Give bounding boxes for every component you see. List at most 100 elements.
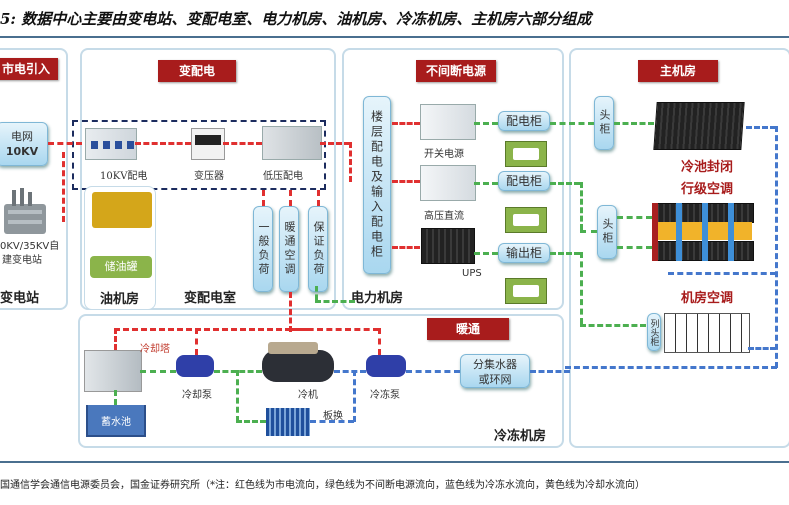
- ups-icon: [421, 228, 475, 264]
- green-flow-line: [140, 370, 176, 373]
- blue-flow-line: [310, 420, 354, 423]
- distribution-cabinet-1: 配电柜: [498, 111, 550, 131]
- green-flow-line: [617, 216, 652, 219]
- distribution-tag: 变配电: [158, 60, 236, 82]
- cold-aisle-label-1: 冷池封闭: [681, 160, 734, 175]
- green-flow-line: [580, 230, 597, 233]
- distribution-cabinet-2: 配电柜: [498, 171, 550, 191]
- manifold-label-2: 或环网: [478, 373, 512, 386]
- hvac-tag: 暖通: [427, 318, 509, 340]
- green-flow-line: [315, 286, 318, 300]
- substation-section-label: 变电站: [0, 291, 40, 306]
- load-critical: 保证负荷: [308, 206, 328, 292]
- switching-power-label: 开关电源: [424, 149, 464, 160]
- transformer-label: 变压器: [194, 171, 224, 182]
- transformer-icon: [191, 128, 225, 160]
- grid-voltage: 10KV: [5, 145, 39, 158]
- blue-flow-line: [406, 370, 460, 373]
- red-flow-line: [135, 142, 191, 145]
- figure-title: 5: 数据中心主要由变电站、变配电室、电力机房、油机房、冷冻机房、主机房六部分组…: [0, 10, 592, 28]
- chiller-label: 冷机: [298, 390, 318, 401]
- distribution-section-label: 变配电室: [184, 291, 237, 306]
- crac-label: 机房空调: [681, 291, 734, 306]
- green-flow-line: [474, 122, 498, 125]
- generator-icon: [92, 192, 152, 228]
- green-flow-line: [236, 420, 266, 423]
- green-flow-line: [550, 252, 580, 255]
- switching-power-icon: [420, 104, 476, 140]
- red-flow-line: [378, 328, 381, 355]
- 10kv-switchgear-icon: [85, 128, 137, 160]
- green-flow-line: [474, 252, 498, 255]
- red-flow-line: [195, 328, 198, 355]
- crac-units-icon: [664, 313, 750, 353]
- red-flow-line: [223, 142, 262, 145]
- water-tank: 蓄水池: [86, 405, 146, 437]
- red-flow-line: [262, 190, 265, 206]
- footer-rule: [0, 461, 789, 463]
- red-flow-line: [349, 142, 352, 182]
- red-flow-line: [317, 190, 320, 206]
- cooling-pump-icon: [176, 355, 214, 377]
- red-flow-line: [320, 142, 350, 145]
- hvdc-icon: [420, 165, 476, 201]
- green-flow-line: [550, 182, 580, 185]
- power-room-section-label: 电力机房: [351, 291, 404, 306]
- oil-tank: 储油罐: [90, 256, 152, 278]
- green-flow-line: [550, 122, 594, 125]
- chilled-pump-label: 冷冻泵: [370, 390, 400, 401]
- green-flow-line: [580, 324, 646, 327]
- hvdc-label: 高压直流: [424, 211, 464, 222]
- grid-label: 电网: [11, 130, 33, 143]
- ups-tag: 不间断电源: [416, 60, 496, 82]
- chiller-icon: [262, 342, 334, 382]
- substation-panel: [0, 48, 68, 310]
- blue-flow-line: [334, 370, 366, 373]
- battery-icon-2: [505, 207, 547, 233]
- 10kv-distribution-label: 10KV配电: [100, 171, 148, 182]
- cooling-tower-icon: [84, 350, 142, 392]
- output-cabinet: 输出柜: [498, 243, 550, 263]
- green-flow-line: [580, 252, 583, 324]
- server-rack-icon: [653, 102, 745, 150]
- green-flow-line: [315, 300, 355, 303]
- red-flow-line: [114, 328, 117, 350]
- substation-caption-1: 0KV/35KV自: [0, 241, 60, 252]
- input-distribution-cabinet: 楼层配电及输入配电柜: [363, 96, 391, 274]
- cold-aisle-containment-icon: [652, 203, 754, 261]
- load-general: 一般负荷: [253, 206, 273, 292]
- distribution-dashed-group: [72, 120, 326, 190]
- source-note: 国通信学会通信电源委员会，国金证券研究所（*注：红色线为市电流向，绿色线为不间断…: [0, 480, 645, 491]
- green-flow-line: [236, 370, 239, 422]
- head-cabinet-2: 头柜: [597, 205, 617, 259]
- green-flow-line: [614, 122, 654, 125]
- red-flow-line: [289, 190, 292, 206]
- oil-room-section-label: 油机房: [100, 292, 140, 307]
- red-flow-line: [392, 122, 420, 125]
- cooling-room-section-label: 冷冻机房: [494, 429, 547, 444]
- substation-caption-2: 建变电站: [2, 255, 42, 266]
- substation-tag: 市电引入: [0, 58, 58, 80]
- plate-exchanger-label: 板换: [323, 411, 343, 422]
- row-head-cabinet: 列头柜: [647, 313, 661, 351]
- cold-aisle-label-2: 行级空调: [681, 182, 734, 197]
- plate-exchanger-icon: [266, 408, 310, 436]
- low-voltage-label: 低压配电: [263, 171, 303, 182]
- blue-flow-line: [746, 126, 776, 129]
- blue-flow-line: [565, 366, 777, 369]
- title-rule: [0, 36, 789, 38]
- blue-flow-line: [668, 272, 776, 275]
- main-room-tag: 主机房: [638, 60, 718, 82]
- grid-10kv-box: 电网 10KV: [0, 122, 48, 166]
- blue-flow-line: [748, 347, 776, 350]
- green-flow-line: [580, 182, 583, 230]
- battery-icon-3: [505, 278, 547, 304]
- green-flow-line: [114, 390, 117, 405]
- red-flow-line: [62, 152, 65, 222]
- blue-flow-line: [775, 126, 778, 368]
- green-flow-line: [474, 182, 498, 185]
- ups-label: UPS: [462, 268, 482, 279]
- battery-icon-1: [505, 141, 547, 167]
- blue-flow-line: [353, 370, 356, 422]
- red-flow-line: [114, 328, 309, 331]
